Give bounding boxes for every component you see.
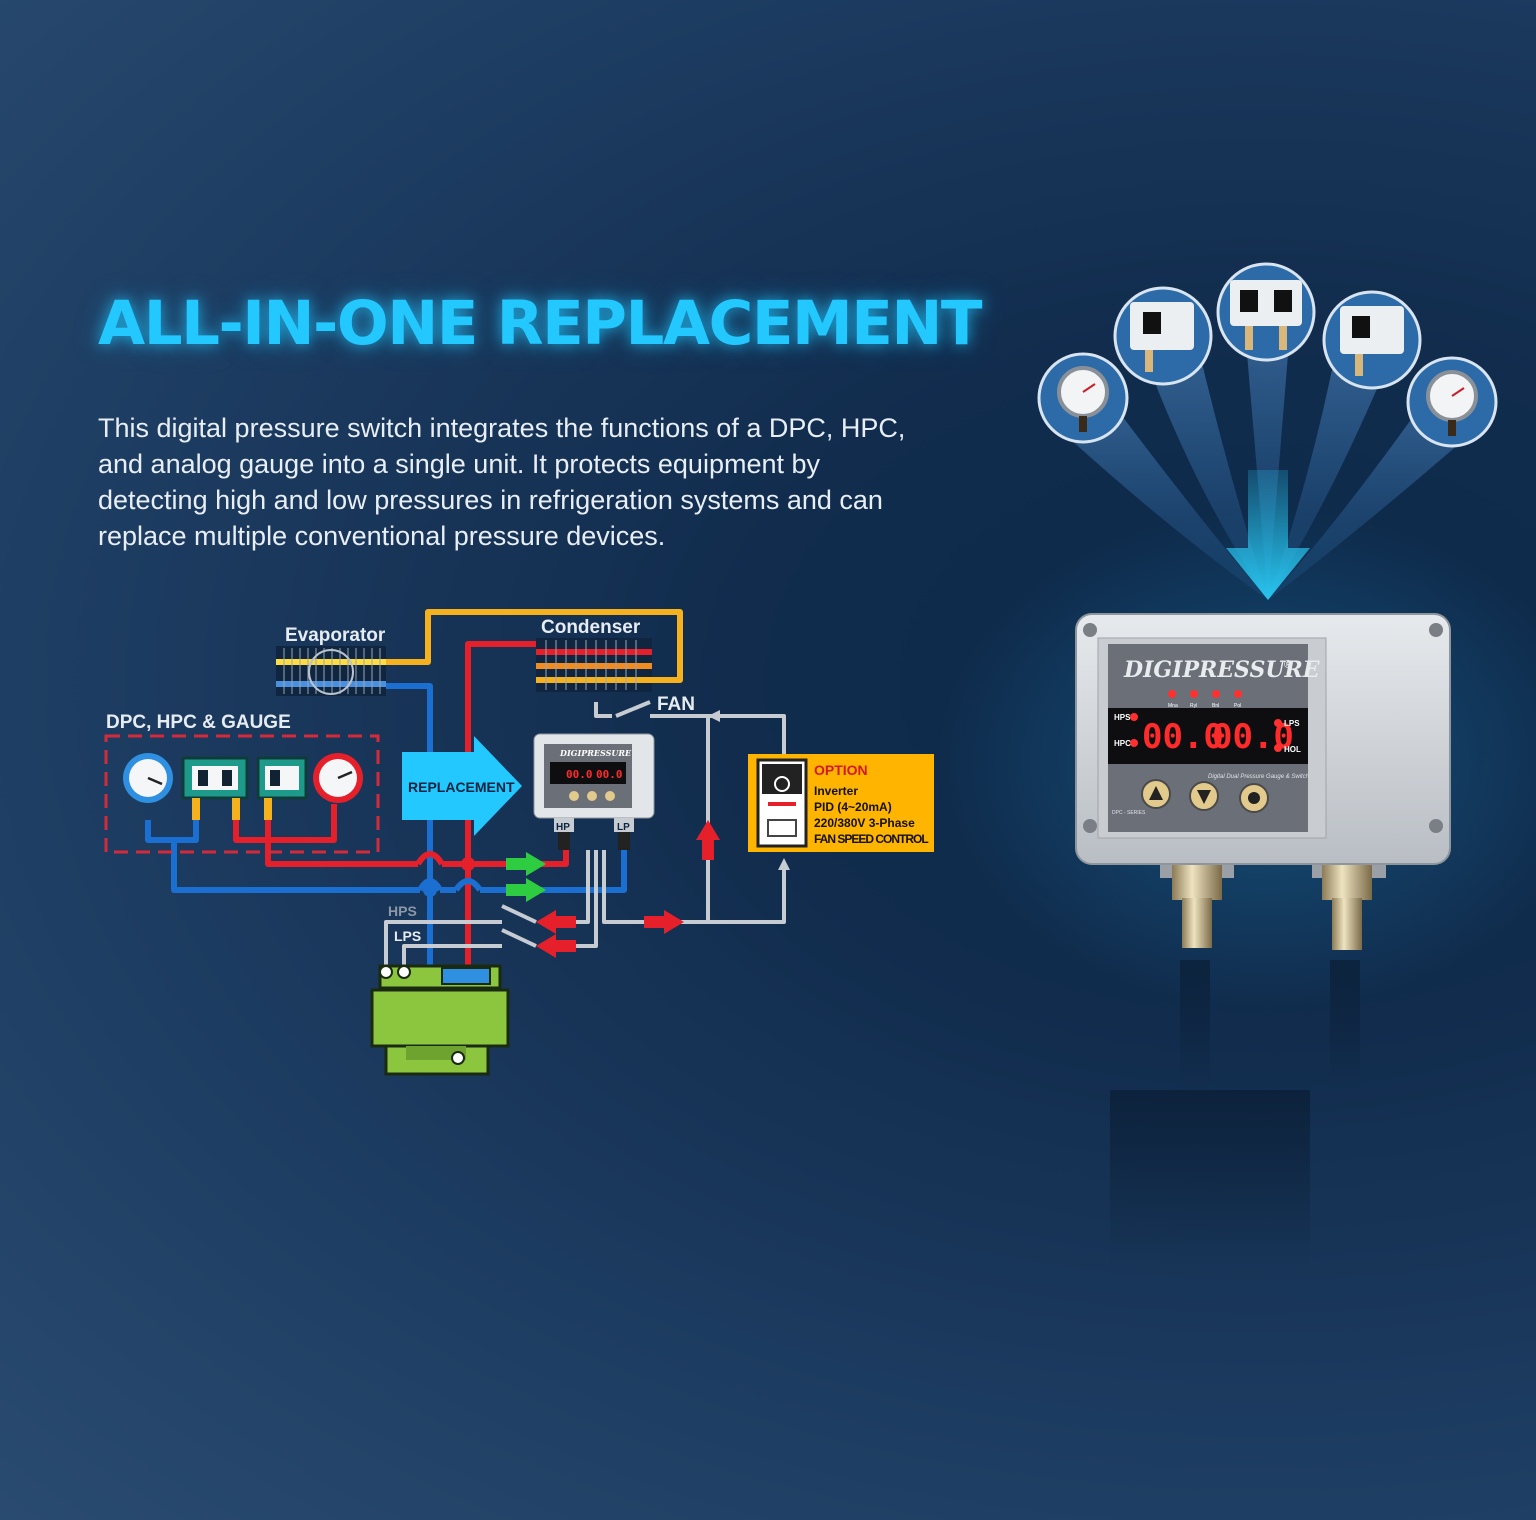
svg-text:220/380V 3-Phase: 220/380V 3-Phase <box>814 816 915 830</box>
pressure-switch-icon-1 <box>1113 286 1213 386</box>
digipressure-device: DIGIPRESSURE ® Mna Ryl Bnl Pol HPS HPC 0… <box>1075 613 1451 865</box>
replacement-arrow <box>402 736 522 836</box>
evaporator-coil <box>276 646 386 696</box>
svg-text:Digital Dual Pressure Gauge &: Digital Dual Pressure Gauge & Switch <box>1208 774 1310 780</box>
fan-icon <box>308 649 354 695</box>
mini-digipressure-device: DIGIPRESSURE 00.0 00.0 HP LP <box>533 733 655 850</box>
arrow-down-icon <box>1226 470 1310 600</box>
device-reflection <box>1110 1090 1310 1270</box>
svg-text:HPS: HPS <box>1114 713 1131 722</box>
svg-text:DIGIPRESSURE: DIGIPRESSURE <box>559 748 632 758</box>
svg-text:Inverter: Inverter <box>814 784 858 798</box>
option-box: OPTION Inverter PID (4~20mA) 220/380V 3-… <box>748 754 934 852</box>
hps-label: HPS <box>388 903 417 919</box>
legacy-high-gauge-icon <box>313 753 363 803</box>
legacy-low-gauge-icon <box>123 753 173 803</box>
gauge-icon-left <box>1037 352 1129 444</box>
svg-text:Mna: Mna <box>1168 703 1178 709</box>
hp-readout: 00.0 <box>1142 717 1224 757</box>
evaporator-label: Evaporator <box>285 625 386 646</box>
svg-text:LPS: LPS <box>1284 719 1300 728</box>
svg-text:Ryl: Ryl <box>1190 703 1197 709</box>
gauge-icon-right <box>1406 356 1498 448</box>
svg-text:Pol: Pol <box>1234 703 1241 709</box>
svg-text:LP: LP <box>617 822 630 833</box>
legacy-group-label: DPC, HPC & GAUGE <box>106 712 291 733</box>
fan-label: FAN <box>657 694 695 715</box>
svg-text:00.0: 00.0 <box>566 768 593 781</box>
svg-text:®: ® <box>1284 659 1292 671</box>
replacement-label: REPLACEMENT <box>408 779 515 795</box>
compressor-icon <box>370 964 510 1076</box>
svg-text:HP: HP <box>556 822 570 833</box>
convergence-beams <box>1060 330 1475 600</box>
svg-text:HPC: HPC <box>1114 739 1131 748</box>
page-description: This digital pressure switch integrates … <box>98 413 906 551</box>
svg-text:Bnl: Bnl <box>1212 703 1219 709</box>
svg-text:HOL: HOL <box>1284 745 1301 754</box>
pressure-switch-icon-2 <box>1322 290 1422 390</box>
pressure-switch-icon-dual <box>1216 262 1316 362</box>
svg-text:00.0: 00.0 <box>596 768 623 781</box>
svg-text:PID (4~20mA): PID (4~20mA) <box>814 800 892 814</box>
lps-label: LPS <box>394 928 421 944</box>
triangle-up-icon <box>1149 786 1163 800</box>
page-title: ALL-IN-ONE REPLACEMENT <box>98 288 983 359</box>
inverter-dial-icon <box>774 776 790 792</box>
dot-icon <box>1248 792 1260 804</box>
legacy-switch-icon-1 <box>181 756 249 820</box>
svg-text:DPC - SERIES: DPC - SERIES <box>1112 810 1146 816</box>
refrigerant-piping <box>145 609 786 975</box>
device-brand: DIGIPRESSURE <box>1123 657 1321 683</box>
svg-text:FAN SPEED CONTROL: FAN SPEED CONTROL <box>814 832 928 846</box>
condenser-coil <box>536 638 652 692</box>
option-title: OPTION <box>814 762 868 778</box>
legacy-devices-box <box>104 734 380 854</box>
flow-arrows <box>506 710 790 958</box>
triangle-down-icon <box>1197 790 1211 804</box>
legacy-switch-icon-2 <box>256 756 308 820</box>
condenser-label: Condenser <box>541 617 641 638</box>
